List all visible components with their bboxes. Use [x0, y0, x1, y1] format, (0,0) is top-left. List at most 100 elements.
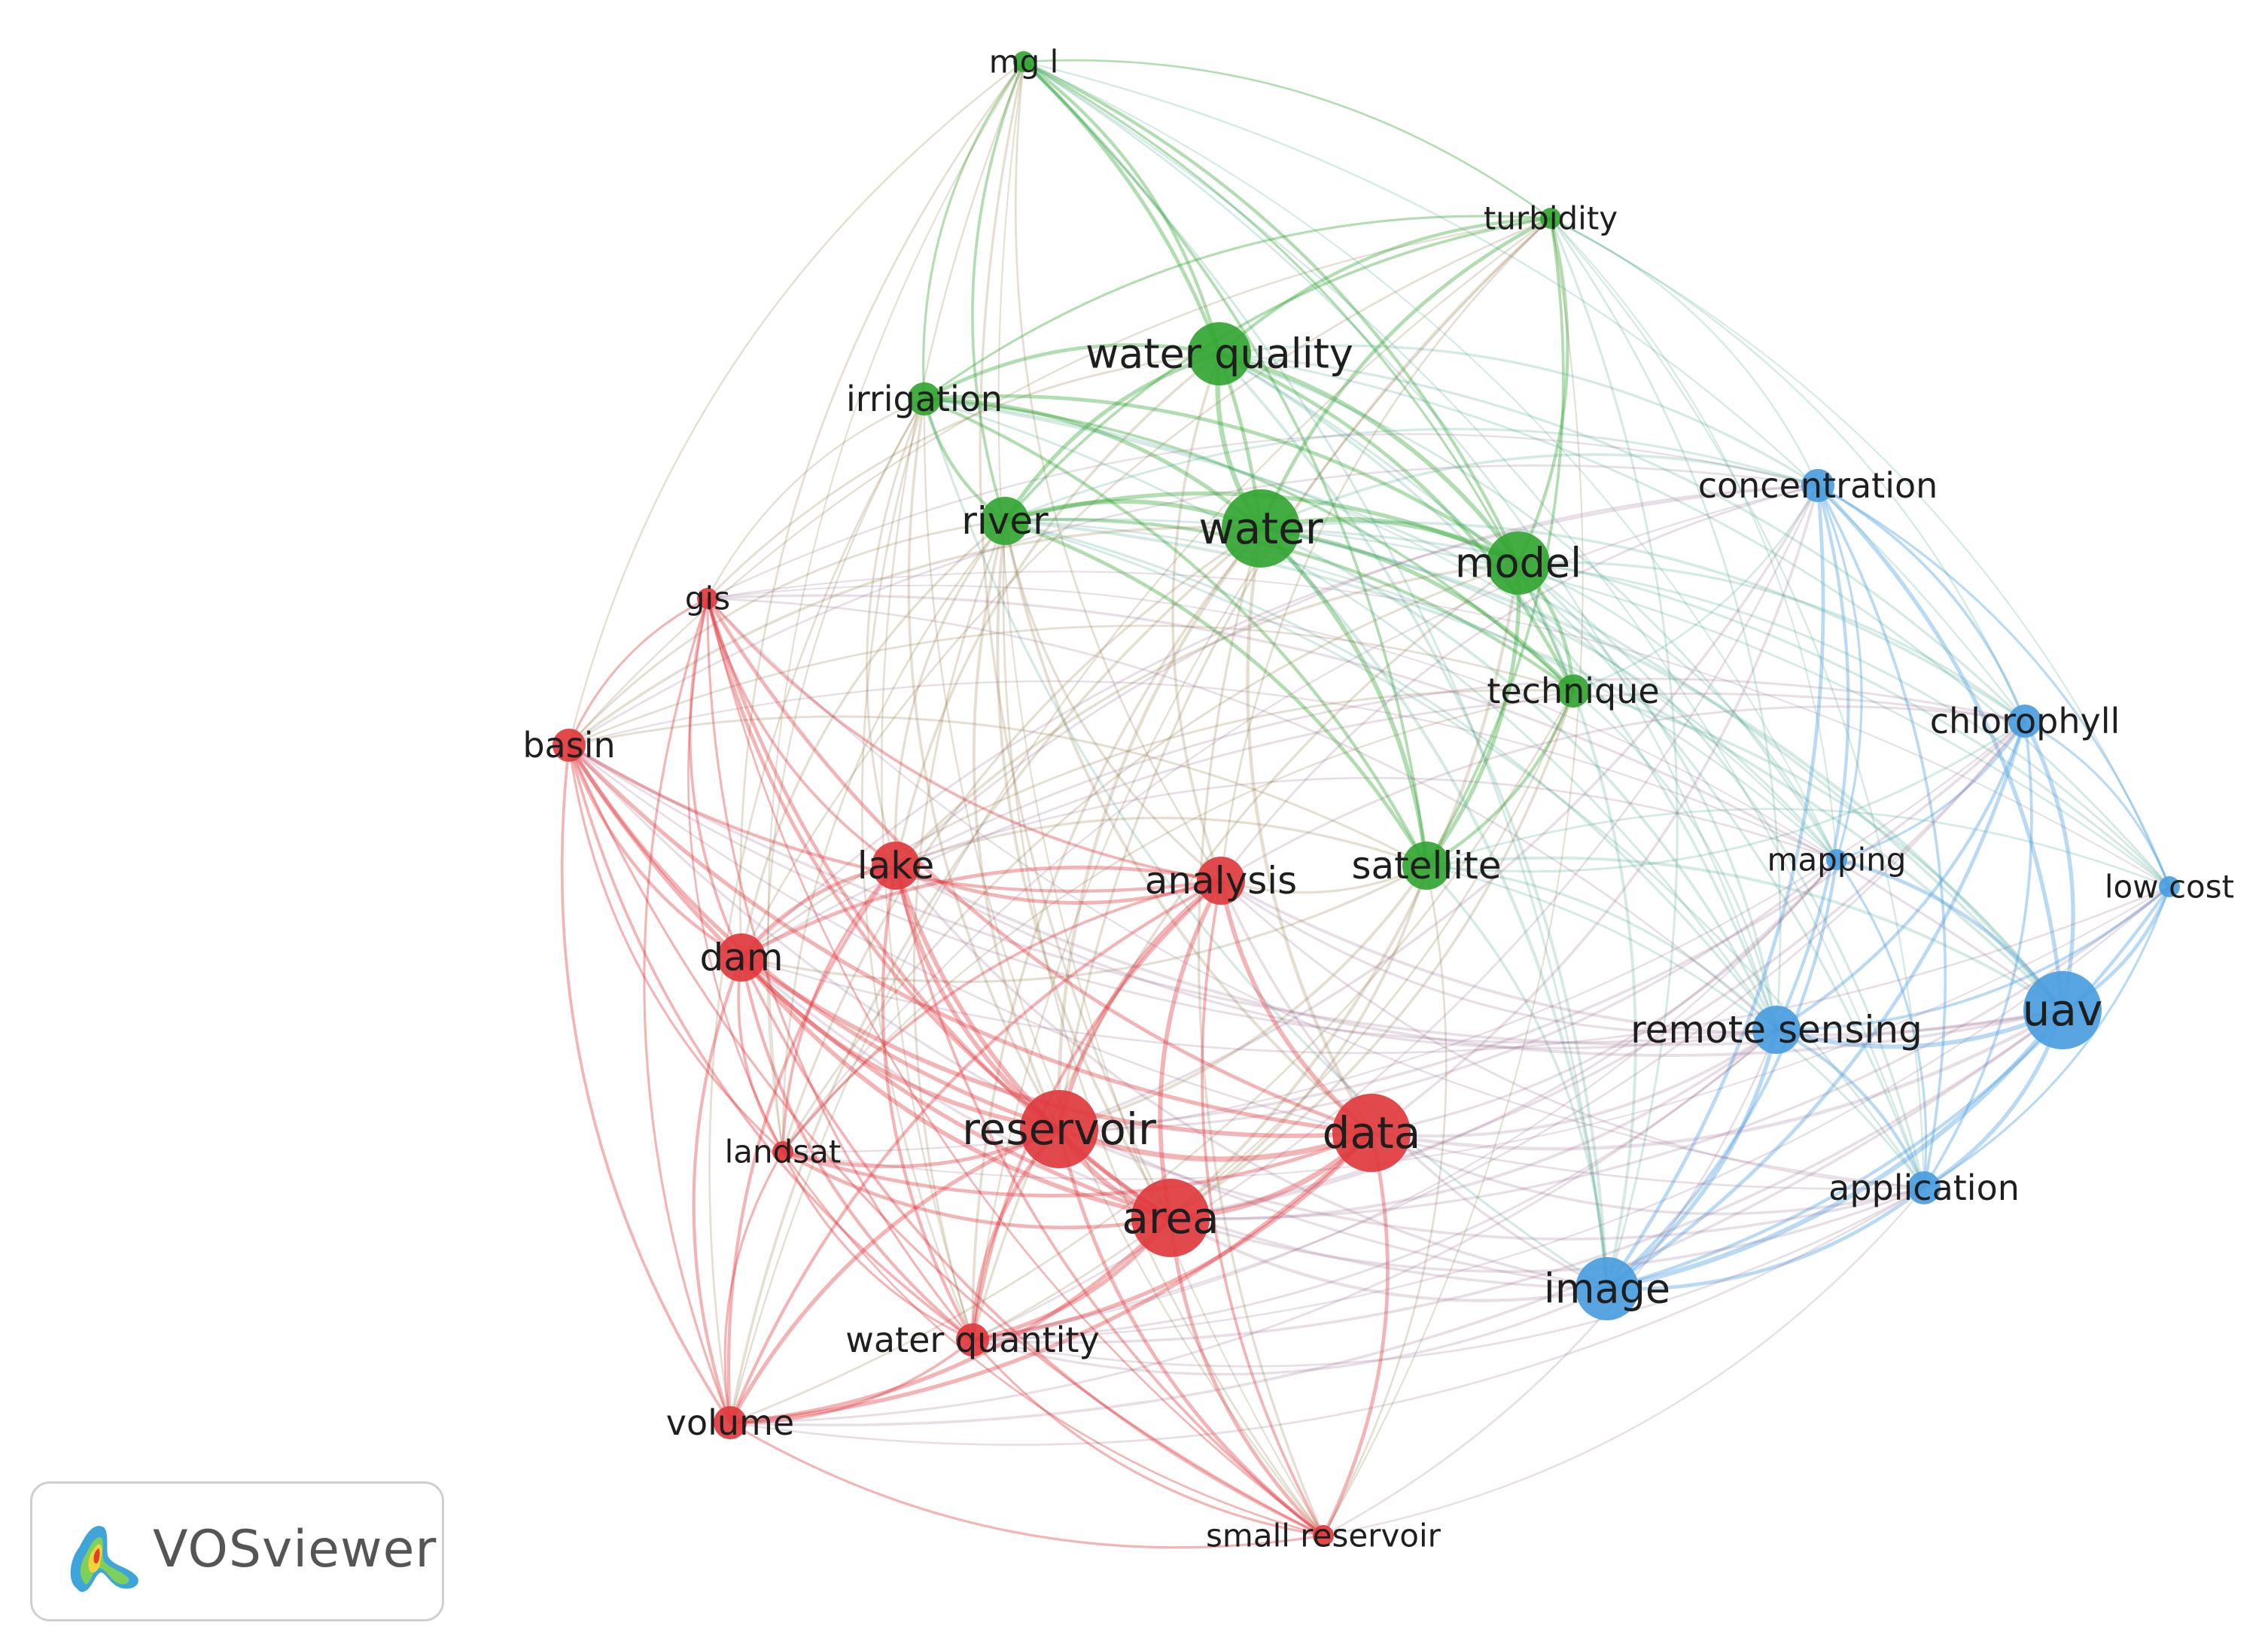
node-chlorophyll[interactable] [2008, 705, 2041, 738]
node-low_cost[interactable] [2159, 876, 2180, 897]
node-technique[interactable] [1557, 674, 1590, 708]
edge-gis-volume [643, 598, 732, 1423]
node-irrigation[interactable] [908, 382, 941, 416]
edge-water_quality-gis [706, 352, 1220, 600]
node-label-water_quantity: water quantity [845, 1320, 1099, 1360]
node-basin[interactable] [553, 729, 586, 762]
edge-mg_l-remote_sensing [1023, 60, 1778, 1031]
edge-landsat-area [781, 1149, 1171, 1230]
edge-analysis-small_reservoir [1201, 880, 1325, 1536]
edge-concentration-uav [1816, 484, 2065, 1011]
edge-uav-water_quantity [972, 1009, 2064, 1344]
edge-water-concentration [1260, 453, 1819, 530]
edge-technique-dam [741, 689, 1574, 959]
node-river[interactable] [981, 497, 1029, 545]
edge-irrigation-remote_sensing [924, 397, 1778, 1031]
vosviewer-logo-text: VOSviewer [153, 1520, 437, 1579]
edge-irrigation-technique [924, 397, 1575, 693]
node-application[interactable] [1907, 1171, 1941, 1204]
node-data[interactable] [1332, 1094, 1411, 1172]
node-remote_sensing[interactable] [1752, 1006, 1801, 1054]
edge-irrigation-mapping [924, 397, 1837, 860]
node-gis[interactable] [697, 588, 718, 609]
edge-river-uav [1004, 519, 2064, 1012]
edge-concentration-remote_sensing [1775, 485, 1850, 1031]
node-label-image: image [1544, 1265, 1670, 1313]
edge-image-area [1169, 1216, 1608, 1302]
edge-water-low_cost [1260, 527, 2171, 888]
edge-concentration-dam [740, 484, 1819, 959]
node-lake[interactable] [872, 842, 920, 890]
edge-turbidity-water_quality [1218, 216, 1551, 355]
vosviewer-logo-icon [70, 1526, 139, 1592]
node-water[interactable] [1222, 489, 1300, 568]
edge-turbidity-small_reservoir [1323, 218, 1584, 1536]
node-label-irrigation: irrigation [846, 379, 1003, 419]
edge-data-small_reservoir [1321, 1132, 1390, 1537]
node-image[interactable] [1575, 1257, 1639, 1320]
edge-lake-area [894, 865, 1172, 1220]
edge-uav-lake [895, 864, 2063, 1057]
edge-river-lake [894, 519, 1006, 866]
node-water_quantity[interactable] [956, 1323, 989, 1356]
node-label-water_quality: water quality [1085, 330, 1353, 378]
node-volume[interactable] [714, 1406, 747, 1439]
edge-model-water_quantity [971, 562, 1519, 1341]
edge-mg_l-water_quality [1022, 60, 1222, 355]
node-water_quality[interactable] [1188, 322, 1251, 385]
edge-uav-remote_sensing [1776, 1008, 2064, 1049]
edge-basin-area [567, 744, 1171, 1220]
node-small_reservoir[interactable] [1313, 1525, 1334, 1546]
node-label-concentration: concentration [1698, 465, 1938, 506]
node-label-basin: basin [522, 725, 615, 766]
edge-uav-image [1606, 1008, 2065, 1292]
edge-basin-data [568, 744, 1372, 1135]
edge-satellite-reservoir [1058, 864, 1428, 1131]
edge-uav-volume [729, 1009, 2064, 1426]
edge-area-small_reservoir [1168, 1217, 1325, 1537]
edge-remote_sensing-volume [729, 1028, 1777, 1424]
edge-analysis-area [1158, 879, 1223, 1219]
node-uav[interactable] [2023, 971, 2102, 1049]
node-reservoir[interactable] [1020, 1090, 1098, 1168]
edge-water_quantity-small_reservoir [971, 1338, 1324, 1537]
node-dam[interactable] [717, 933, 766, 982]
edge-data-volume [729, 1131, 1373, 1425]
edge-chlorophyll-low_cost [2024, 720, 2171, 887]
edge-data-water_quantity [972, 1131, 1373, 1342]
edge-low_cost-image [1606, 885, 2171, 1291]
node-label-chlorophyll: chlorophyll [1930, 701, 2120, 741]
edge-mapping-application [1835, 859, 1928, 1189]
node-label-mg_l: mg l [989, 44, 1059, 81]
edge-irrigation-volume [708, 398, 926, 1423]
node-mg_l[interactable] [1013, 51, 1034, 72]
node-landsat[interactable] [772, 1141, 793, 1162]
node-turbidity[interactable] [1540, 208, 1561, 229]
node-label-remote_sensing: remote sensing [1630, 1008, 1922, 1052]
node-model[interactable] [1487, 531, 1550, 595]
node-concentration[interactable] [1801, 469, 1834, 502]
edge-water_quality-image [1218, 352, 1609, 1289]
edge-landsat-small_reservoir [781, 1151, 1324, 1537]
node-satellite[interactable] [1402, 842, 1451, 890]
edge-water-volume [729, 527, 1262, 1423]
edge-satellite-image [1425, 864, 1609, 1289]
node-area[interactable] [1131, 1179, 1210, 1257]
node-mapping[interactable] [1826, 849, 1847, 870]
edge-basin-dam [567, 744, 743, 959]
edge-low_cost-water_quantity [972, 886, 2170, 1341]
edge-dam-small_reservoir [740, 957, 1324, 1537]
edge-irrigation-water [924, 397, 1262, 531]
node-analysis[interactable] [1197, 857, 1245, 905]
edge-low_cost-application [1923, 886, 2171, 1189]
edge-lake-landsat [781, 864, 897, 1152]
edge-river-reservoir [972, 520, 1061, 1130]
edge-mg_l-area [979, 61, 1172, 1219]
edge-chlorophyll-dam [741, 692, 2026, 959]
edge-water-chlorophyll [1260, 521, 2026, 723]
edge-turbidity-river [1003, 217, 1551, 522]
edge-irrigation-reservoir [907, 398, 1061, 1130]
edge-mg_l-water_quantity [881, 61, 1025, 1341]
node-label-gis: gis [685, 580, 730, 617]
edge-model-application [1518, 562, 1926, 1189]
